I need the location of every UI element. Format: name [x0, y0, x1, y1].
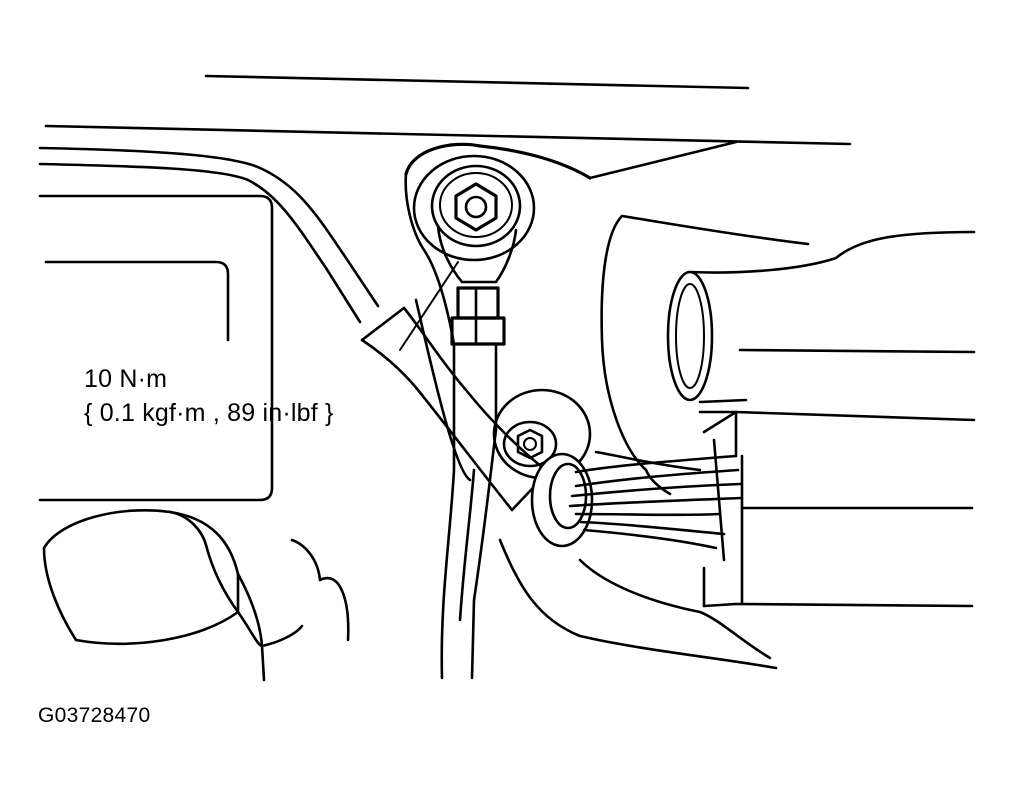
cylinder-component	[42, 508, 350, 682]
torque-value-primary: 10 N·m	[84, 365, 168, 393]
engine-block	[588, 140, 976, 496]
ground-terminal	[399, 142, 592, 351]
left-panel	[38, 194, 274, 502]
wire-grommet	[530, 450, 744, 550]
body-panel-lines	[38, 74, 852, 324]
figure-id: G03728470	[38, 704, 151, 727]
connector-block	[698, 410, 976, 608]
torque-value-secondary: { 0.1 kgf·m , 89 in·lbf }	[84, 399, 334, 427]
torque-callout: 10 N·m { 0.1 kgf·m , 89 in·lbf }	[84, 362, 334, 430]
lower-body	[414, 298, 778, 670]
